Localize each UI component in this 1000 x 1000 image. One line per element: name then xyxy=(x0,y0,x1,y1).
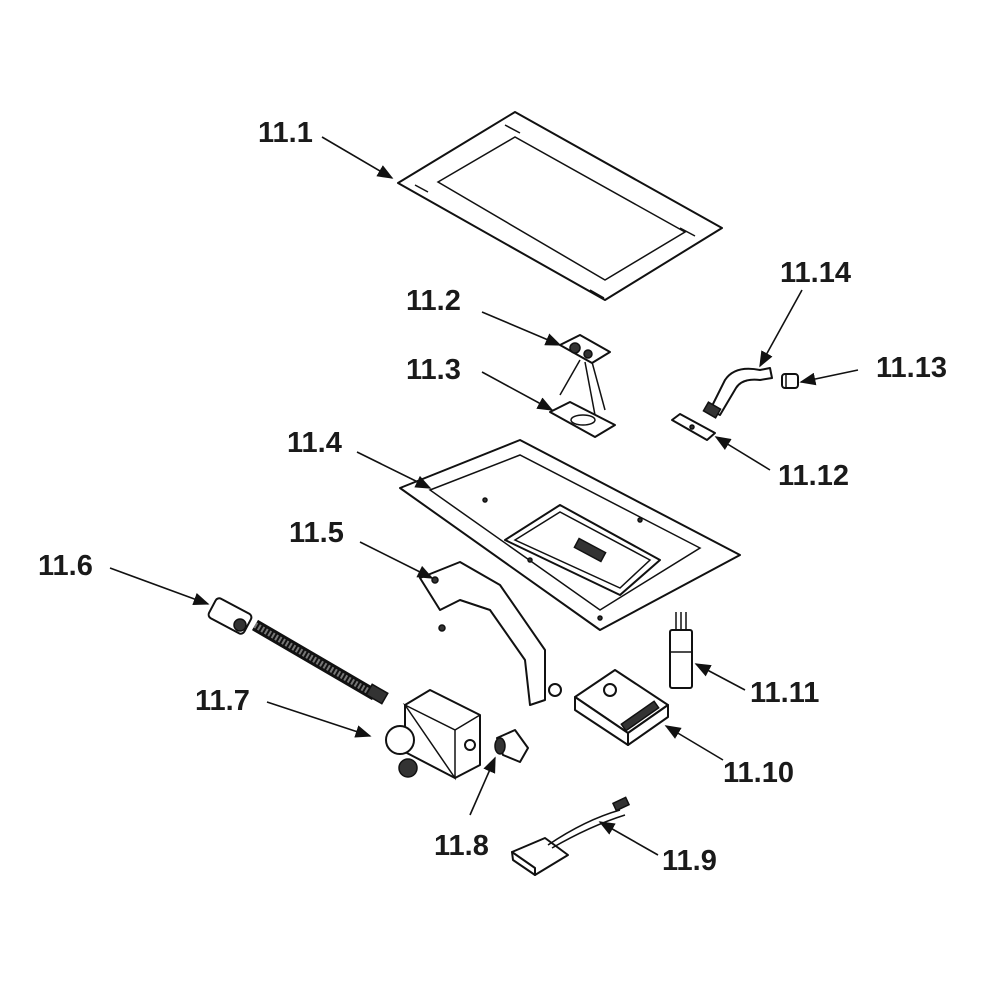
label-11-3: 11.3 xyxy=(406,354,461,386)
label-11-10: 11.10 xyxy=(723,757,794,789)
label-11-2: 11.2 xyxy=(406,285,461,317)
part-power-adapter xyxy=(511,796,631,876)
part-pilot-tube xyxy=(702,367,773,419)
label-11-11: 11.11 xyxy=(750,677,819,709)
part-gas-valve xyxy=(385,689,481,781)
label-11-14: 11.14 xyxy=(780,257,851,289)
label-11-4: 11.4 xyxy=(287,427,342,459)
label-11-1: 11.1 xyxy=(258,117,313,149)
part-flex-gas-line xyxy=(207,597,389,705)
part-bracket-plate xyxy=(549,401,616,438)
part-gasket-frame xyxy=(397,111,723,301)
label-11-9: 11.9 xyxy=(662,845,717,877)
part-control-module xyxy=(574,669,669,746)
part-fitting-nut xyxy=(781,373,799,389)
part-small-bracket xyxy=(671,413,716,441)
part-burner-pan xyxy=(399,439,741,631)
part-connector-block xyxy=(669,612,693,689)
part-elbow-fitting xyxy=(494,729,529,763)
leader-lines xyxy=(109,136,859,856)
label-11-5: 11.5 xyxy=(289,517,344,549)
label-11-12: 11.12 xyxy=(778,460,849,492)
part-valve-bracket xyxy=(419,561,562,706)
label-11-6: 11.6 xyxy=(38,550,93,582)
label-11-13: 11.13 xyxy=(876,352,947,384)
label-11-8: 11.8 xyxy=(434,830,489,862)
part-burner-assembly xyxy=(559,334,611,416)
label-11-7: 11.7 xyxy=(195,685,250,717)
